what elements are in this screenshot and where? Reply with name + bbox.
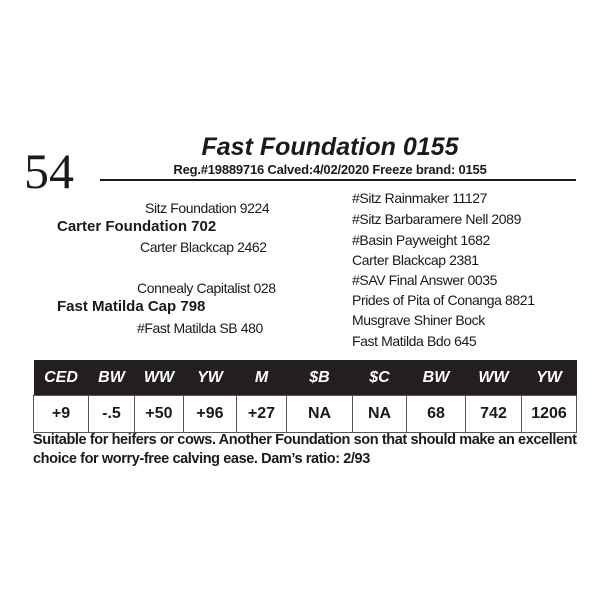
sire-sire: Sitz Foundation 9224 bbox=[145, 200, 270, 216]
header-m: M bbox=[236, 360, 287, 396]
sire-dam: Carter Blackcap 2462 bbox=[140, 239, 267, 255]
great-grandparent: Prides of Pita of Conanga 8821 bbox=[352, 292, 535, 308]
dam-sire: Connealy Capitalist 028 bbox=[137, 280, 276, 296]
epd-value-row: +9 -.5 +50 +96 +27 NA NA 68 742 1206 bbox=[33, 395, 577, 433]
divider bbox=[100, 179, 576, 181]
value-b: NA bbox=[286, 395, 353, 433]
great-grandparent: Fast Matilda Bdo 645 bbox=[352, 333, 477, 349]
great-grandparent: Carter Blackcap 2381 bbox=[352, 252, 479, 268]
lot-description: Suitable for heifers or cows. Another Fo… bbox=[33, 432, 577, 467]
sire: Carter Foundation 702 bbox=[57, 218, 217, 235]
header-yw: YW bbox=[183, 360, 237, 396]
great-grandparent: #Sitz Rainmaker 11127 bbox=[352, 190, 488, 206]
header-c: $C bbox=[352, 360, 407, 396]
header-b: $B bbox=[286, 360, 353, 396]
value-yw: +96 bbox=[183, 395, 237, 433]
value-m: +27 bbox=[236, 395, 287, 433]
value-actual-bw: 68 bbox=[406, 395, 466, 433]
epd-table: CED BW WW YW M $B $C BW WW YW +9 -.5 +50… bbox=[33, 360, 577, 433]
value-c: NA bbox=[352, 395, 407, 433]
epd-header-row: CED BW WW YW M $B $C BW WW YW bbox=[33, 360, 577, 396]
value-ww: +50 bbox=[134, 395, 184, 433]
animal-name: Fast Foundation 0155 bbox=[201, 133, 459, 161]
value-bw: -.5 bbox=[88, 395, 135, 433]
value-actual-ww: 742 bbox=[465, 395, 522, 433]
header-actual-bw: BW bbox=[406, 360, 466, 396]
header-actual-yw: YW bbox=[521, 360, 577, 396]
header-actual-ww: WW bbox=[465, 360, 522, 396]
header-ww: WW bbox=[134, 360, 184, 396]
header-ced: CED bbox=[33, 360, 89, 396]
dam-dam: #Fast Matilda SB 480 bbox=[137, 320, 263, 336]
great-grandparent: #Basin Payweight 1682 bbox=[352, 232, 490, 248]
registration-info: Reg.#19889716 Calved:4/02/2020 Freeze br… bbox=[173, 162, 487, 177]
header-bw: BW bbox=[88, 360, 135, 396]
great-grandparent: #SAV Final Answer 0035 bbox=[352, 272, 498, 288]
great-grandparent: #Sitz Barbaramere Nell 2089 bbox=[352, 211, 521, 227]
dam: Fast Matilda Cap 798 bbox=[57, 298, 206, 315]
value-actual-yw: 1206 bbox=[521, 395, 577, 433]
lot-number: 54 bbox=[24, 143, 74, 199]
great-grandparent: Musgrave Shiner Bock bbox=[352, 312, 485, 328]
value-ced: +9 bbox=[33, 395, 89, 433]
